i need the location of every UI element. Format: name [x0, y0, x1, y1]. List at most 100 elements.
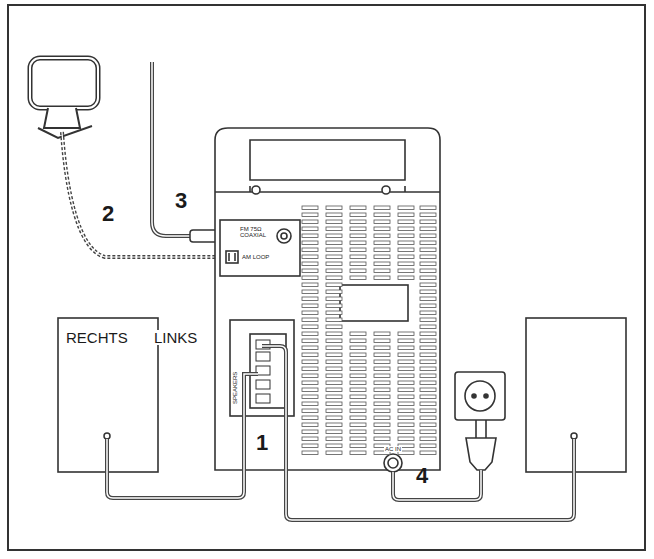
vent-slot [326, 367, 342, 371]
channel-label: LINKS [153, 330, 198, 345]
vent-slot [374, 206, 390, 210]
vent-slot [326, 290, 342, 294]
callout-number: 4 [416, 465, 428, 487]
vent-slot [420, 444, 436, 448]
vent-slot [302, 353, 318, 357]
vent-slot [302, 381, 318, 385]
vent-slot [302, 325, 318, 329]
vent-slot [420, 374, 436, 378]
vent-slot [398, 353, 414, 357]
vent-slot [302, 430, 318, 434]
vent-slot [302, 227, 318, 231]
vent-slot [374, 402, 390, 406]
vent-slot [374, 409, 390, 413]
vent-slot [302, 367, 318, 371]
vent-slot [420, 353, 436, 357]
vent-slot [326, 255, 342, 259]
vent-slot [398, 241, 414, 245]
vent-slot [350, 360, 366, 364]
callout-number: 1 [256, 432, 268, 454]
vent-slot [326, 304, 342, 308]
vent-slot [326, 248, 342, 252]
vent-slot [302, 255, 318, 259]
am-antenna-wire [62, 132, 228, 257]
vent-slot [326, 430, 342, 434]
panel-label: AC IN [384, 446, 402, 452]
vent-slot [326, 395, 342, 399]
vent-slot [302, 339, 318, 343]
vent-slot [374, 360, 390, 364]
vent-slot [374, 339, 390, 343]
vent-slot [420, 241, 436, 245]
vent-slot [350, 437, 366, 441]
vent-slot [350, 430, 366, 434]
vent-slot [302, 234, 318, 238]
vent-slot [374, 430, 390, 434]
vent-slot [326, 360, 342, 364]
vent-slot [326, 283, 342, 287]
vent-slot [302, 332, 318, 336]
am-loop-antenna [30, 58, 98, 138]
vent-slot [302, 283, 318, 287]
vent-slot [350, 248, 366, 252]
vent-slot [302, 346, 318, 350]
vent-slot [420, 416, 436, 420]
vent-slot [302, 402, 318, 406]
vent-slot [420, 213, 436, 217]
vent-slot [420, 381, 436, 385]
callout-number: 2 [102, 203, 114, 225]
frame [8, 5, 645, 550]
vent-slot [302, 269, 318, 273]
vent-slot [326, 451, 342, 455]
vent-slot [326, 241, 342, 245]
vent-slot [420, 220, 436, 224]
wall-outlet [455, 372, 505, 470]
vent-slot [398, 409, 414, 413]
vent-slot [326, 227, 342, 231]
vent-slot [374, 332, 390, 336]
vent-slot [326, 220, 342, 224]
vent-slot [420, 339, 436, 343]
vent-slot [374, 374, 390, 378]
vent-slot [326, 297, 342, 301]
vent-slot [374, 353, 390, 357]
vent-slot [326, 213, 342, 217]
vent-slot [420, 234, 436, 238]
vent-slot [302, 437, 318, 441]
vent-slot [326, 381, 342, 385]
vent-slot [326, 206, 342, 210]
vent-slot [374, 346, 390, 350]
vent-slot [350, 353, 366, 357]
vent-slot [398, 430, 414, 434]
vent-slot [374, 381, 390, 385]
vent-slot [398, 332, 414, 336]
vent-slot [302, 444, 318, 448]
vent-slot [326, 423, 342, 427]
vent-slot [350, 416, 366, 420]
vent-slot [350, 444, 366, 448]
vent-slot [398, 423, 414, 427]
vent-slot [302, 206, 318, 210]
vent-slot [374, 437, 390, 441]
vent-slot [398, 395, 414, 399]
vent-slot [420, 318, 436, 322]
vent-slot [398, 402, 414, 406]
vent-slot [326, 318, 342, 322]
vent-slot [350, 234, 366, 238]
vent-slot [326, 409, 342, 413]
vent-slot [350, 241, 366, 245]
panel-label: AM LOOP [242, 254, 269, 260]
vent-slot [326, 269, 342, 273]
vent-slot [420, 437, 436, 441]
vent-slot [374, 416, 390, 420]
vent-slot [326, 402, 342, 406]
vent-slot [302, 262, 318, 266]
vent-slot [420, 311, 436, 315]
vent-slot [350, 220, 366, 224]
vent-slot [374, 423, 390, 427]
power-cord [393, 470, 481, 500]
vent-slot [350, 395, 366, 399]
vent-slot [398, 276, 414, 280]
vent-slot [374, 255, 390, 259]
